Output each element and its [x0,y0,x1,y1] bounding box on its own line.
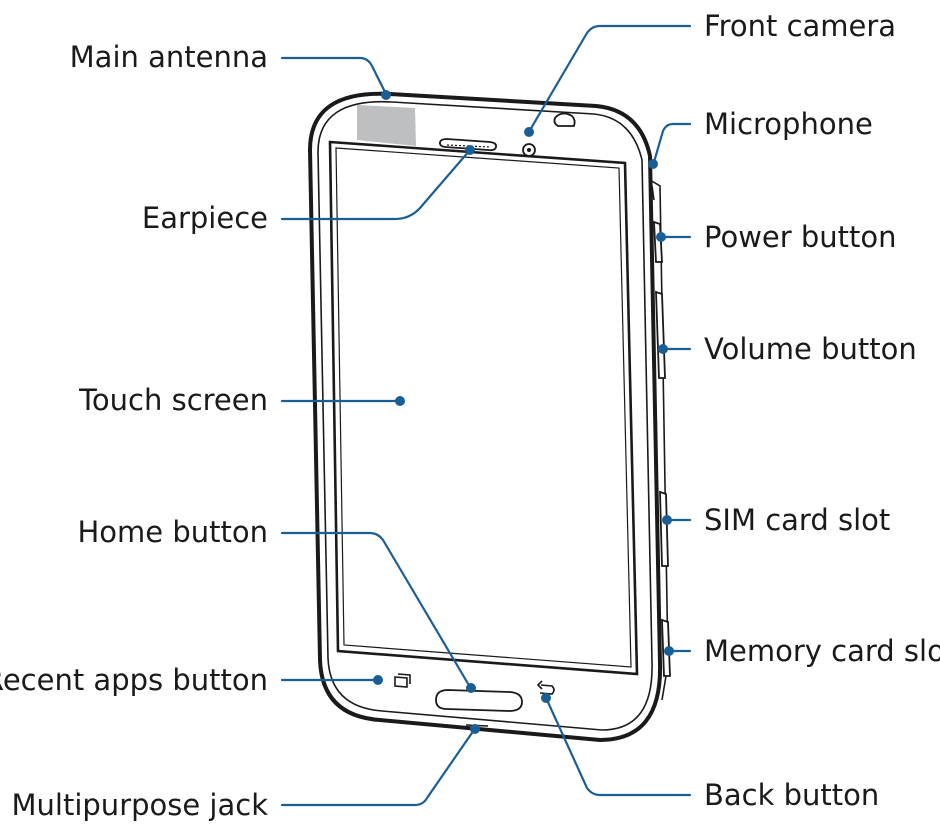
home-button-dot [466,683,476,693]
touch-screen-label: Touch screen [78,383,268,417]
device-side-edge [649,179,669,701]
main-antenna-label: Main antenna [70,40,268,74]
recent-apps-button-dot [373,675,383,685]
back-button-leader [545,698,692,797]
volume-button-label: Volume button [704,332,917,366]
top-jack [553,112,576,127]
screen-outline [328,140,639,676]
leader-lines [280,24,692,807]
power-key [653,220,663,263]
side-microphone-hole [651,185,655,201]
device-illustration [307,91,671,743]
front-camera-label: Front camera [704,9,896,43]
home-key [435,689,523,712]
home-button-leader [280,531,472,689]
front-camera-leader [528,24,692,132]
earpiece-dot [465,145,475,155]
front-camera-lens-core [527,148,531,152]
earpiece-label: Earpiece [142,201,268,235]
memory-card-slot-dot [664,646,674,656]
multipurpose-jack-label: Multipurpose jack [12,788,269,822]
sim-slot [659,490,669,567]
home-button-label: Home button [77,515,268,549]
memory-card-slot-label: Memory card slot [704,634,940,668]
main-antenna-leader [280,56,388,96]
sim-card-slot-label: SIM card slot [704,503,890,537]
microphone-label: Microphone [704,107,873,141]
earpiece-leader [280,148,472,221]
microphone-leader [652,122,692,164]
device-bezel-inner [317,100,653,731]
volume-key [655,290,666,379]
main-antenna-dot [381,90,391,100]
volume-button-dot [658,344,668,354]
sim-card-slot-dot [662,515,672,525]
microphone-dot [648,159,658,169]
earpiece-grille [438,138,498,152]
multipurpose-jack-dot [470,724,480,734]
callout-labels: Main antenna Earpiece Touch screen Home … [0,9,940,822]
antenna-area [357,105,416,146]
power-button-dot [656,232,666,242]
front-camera-dot [524,127,534,137]
back-button-dot [541,693,551,703]
recent-apps-key-icon [394,676,408,688]
recent-apps-key-icon-back [397,673,411,684]
power-button-label: Power button [704,220,897,254]
screen-inner-outline [335,147,632,668]
touch-screen-dot [395,396,405,406]
back-key-icon [536,680,555,695]
multipurpose-jack-leader [280,728,476,807]
back-button-label: Back button [704,778,879,812]
recent-apps-button-label: Recent apps button [0,663,268,697]
